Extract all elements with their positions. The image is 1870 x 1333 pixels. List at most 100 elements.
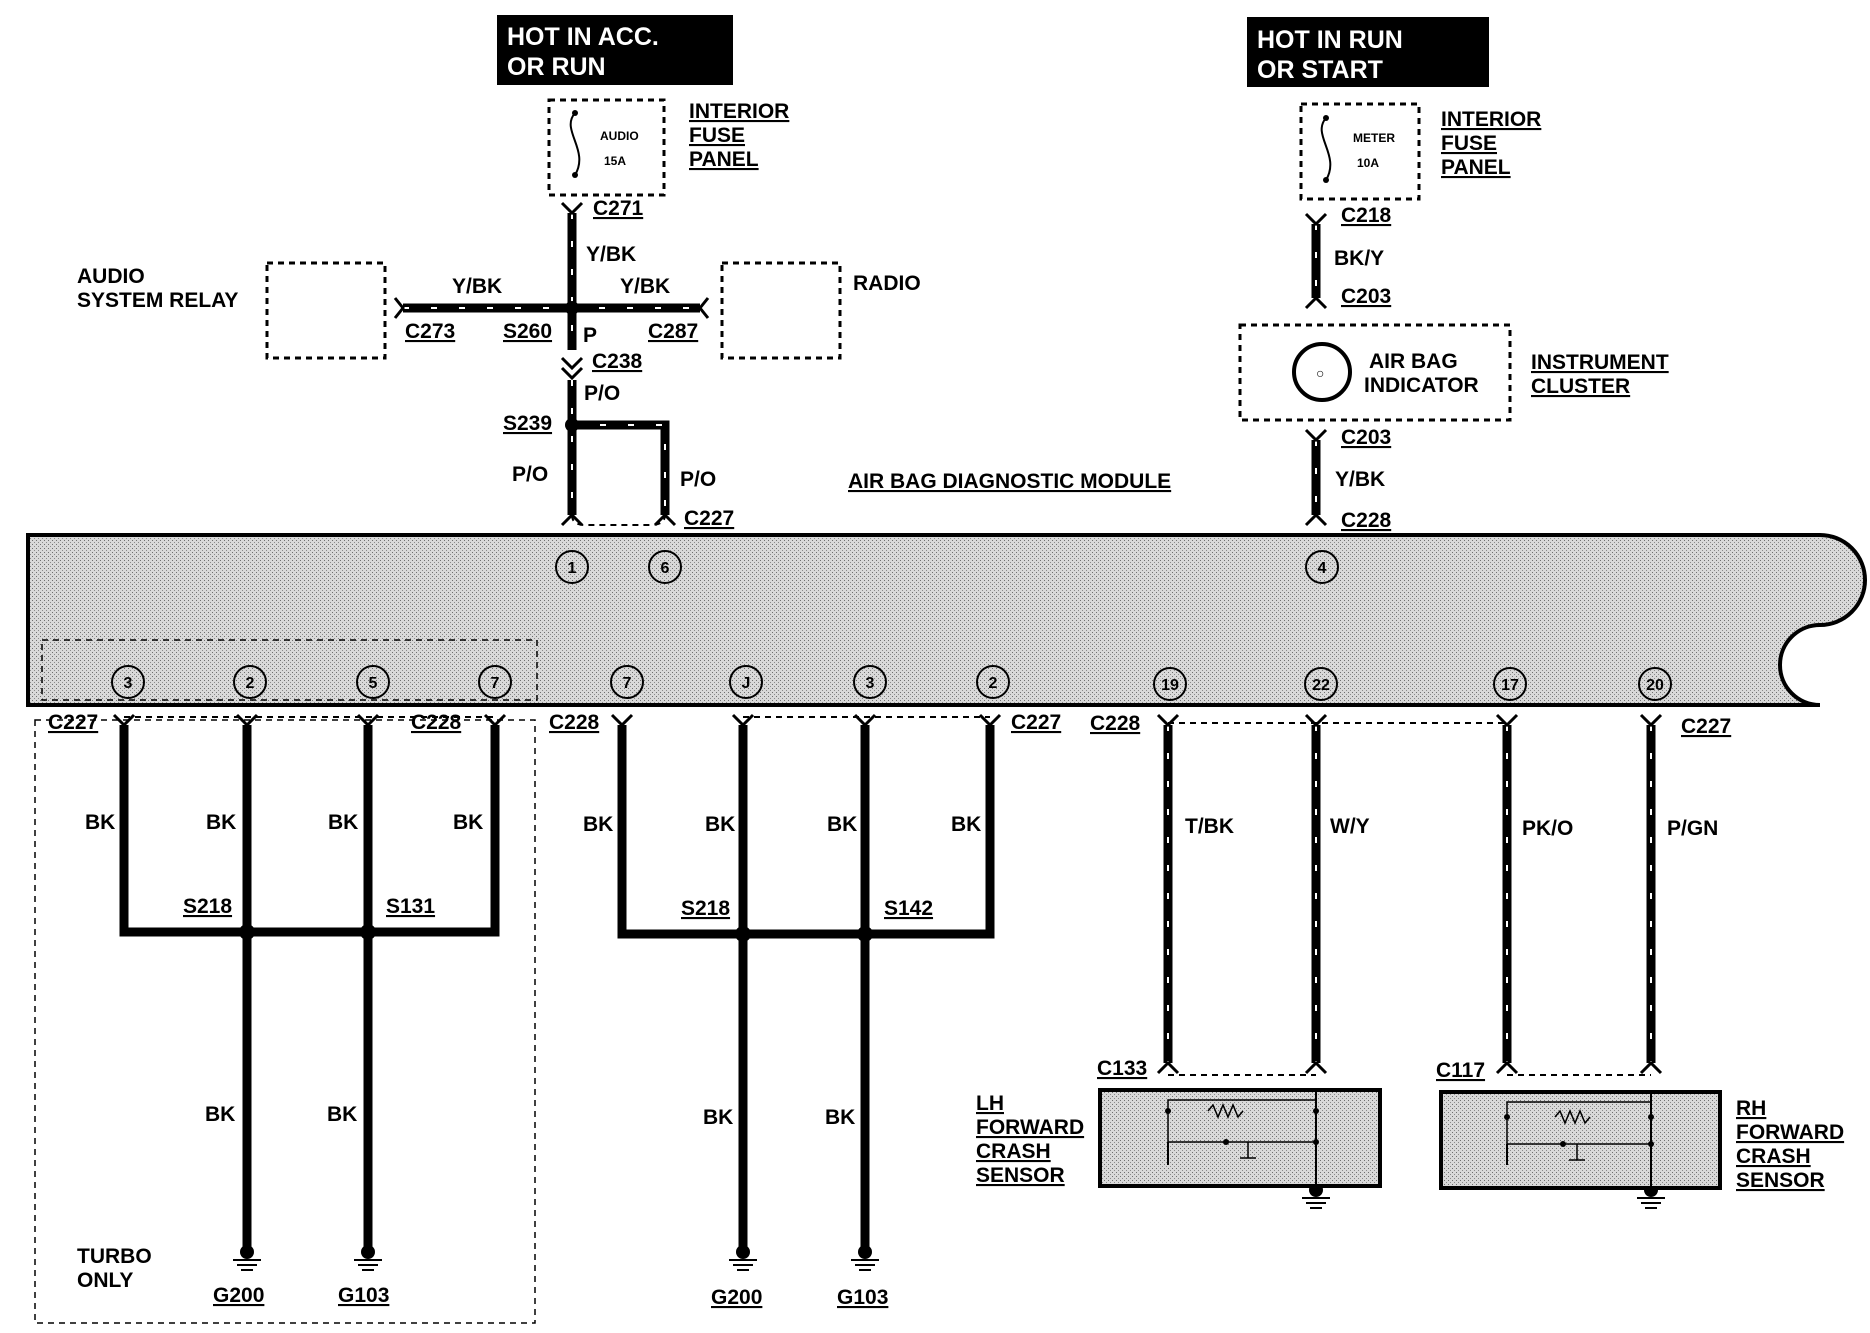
cluster-label-1: INSTRUMENT <box>1531 351 1669 374</box>
c203-top-label: C203 <box>1341 285 1391 308</box>
pin-circle-bottom_left-3 <box>478 665 512 699</box>
pin-label-bottom_mid-3: 2 <box>989 675 998 692</box>
s142-label: S142 <box>884 897 933 920</box>
c203-bottom-label: C203 <box>1341 426 1391 449</box>
pin-label-top-1: 6 <box>661 560 670 577</box>
wire-ybk-vert-label: Y/BK <box>586 243 636 266</box>
meter-panel-line2: FUSE <box>1441 132 1497 155</box>
rh-sensor-label-1: RH <box>1736 1097 1766 1120</box>
wire-po-right-label: P/O <box>680 468 716 491</box>
c227-lm-label: C227 <box>1011 711 1061 734</box>
module-title: AIR BAG DIAGNOSTIC MODULE <box>848 470 1171 493</box>
pin-circle-bottom_left-0 <box>111 665 145 699</box>
ground-icon <box>233 1245 261 1271</box>
pin-label-bottom_right-0: 19 <box>1161 677 1179 694</box>
splice-s131-dot <box>360 924 376 940</box>
c238-label: C238 <box>592 350 643 373</box>
splice-s260-dot <box>565 301 579 315</box>
c227-lr-label: C227 <box>1681 715 1731 738</box>
wire-bk-ll-6: BK <box>327 1103 357 1126</box>
wire-tbk-label: T/BK <box>1185 815 1234 838</box>
audio-fuse-rating: 15A <box>604 154 626 168</box>
turbo-label-2: ONLY <box>77 1269 133 1292</box>
audio-panel-line3: PANEL <box>689 148 759 171</box>
lower-mid-connector-marks <box>610 713 1002 728</box>
lh-sensor-label-4: SENSOR <box>976 1164 1065 1187</box>
indicator-label-2: INDICATOR <box>1364 374 1479 397</box>
wire-ybk-left-label: Y/BK <box>452 275 502 298</box>
power-acc-line1: HOT IN ACC. <box>507 23 659 51</box>
lh-sensor-label-1: LH <box>976 1092 1004 1115</box>
g103-lm-label: G103 <box>837 1286 888 1309</box>
s260-label: S260 <box>503 320 552 343</box>
lamp-glyph: ○ <box>1316 365 1324 381</box>
pin-label-top-2: 4 <box>1318 560 1327 577</box>
turbo-pin-group-outline <box>41 639 538 701</box>
meter-wires <box>1304 212 1328 527</box>
wire-ybk-right-label: Y/BK <box>620 275 670 298</box>
s131-label: S131 <box>386 895 435 918</box>
splice-s218-mid-dot <box>735 926 751 942</box>
turbo-only-outline <box>34 719 536 1324</box>
pin-label-bottom_left-1: 2 <box>246 675 255 692</box>
radio-label: RADIO <box>853 272 921 295</box>
pin-circle-bottom_right-3 <box>1638 667 1672 701</box>
pin-label-bottom_mid-0: 7 <box>623 675 632 692</box>
radio-box <box>720 261 842 360</box>
s218-ll-label: S218 <box>183 895 232 918</box>
splice-s142-dot <box>857 926 873 942</box>
power-run-line1: HOT IN RUN <box>1257 26 1403 54</box>
pin-label-bottom_left-0: 3 <box>124 675 133 692</box>
audio-relay-label-2: SYSTEM RELAY <box>77 289 238 312</box>
c227-ll-label: C227 <box>48 711 98 734</box>
pin-label-bottom_left-3: 7 <box>491 675 500 692</box>
meter-fuse: METER 10A <box>1299 102 1421 201</box>
pin-circle-top-2 <box>1305 550 1339 584</box>
audio-fuse-panel-label: INTERIOR FUSE PANEL <box>689 100 789 171</box>
lower-right-wires <box>1156 713 1663 1076</box>
wire-p-label: P <box>583 324 597 347</box>
audio-connector-marks <box>393 201 710 527</box>
pin-circle-top-0 <box>555 550 589 584</box>
c218-label: C218 <box>1341 204 1392 227</box>
s239-label: S239 <box>503 412 552 435</box>
pin-circle-bottom_left-2 <box>356 665 390 699</box>
wire-wy-label: W/Y <box>1330 815 1370 838</box>
pin-circle-bottom_mid-2 <box>853 665 887 699</box>
audio-relay-label-1: AUDIO <box>77 265 145 288</box>
ground-icon <box>354 1245 382 1271</box>
audio-wires <box>403 213 700 526</box>
ground-icon <box>851 1245 879 1271</box>
c228-lr-label: C228 <box>1090 712 1141 735</box>
wire-pko-label: PK/O <box>1522 817 1573 840</box>
instrument-cluster-box <box>1238 323 1512 422</box>
meter-fuse-panel-label: INTERIOR FUSE PANEL <box>1441 108 1541 179</box>
pin-circle-bottom_mid-0 <box>610 665 644 699</box>
lh-sensor-label-3: CRASH <box>976 1140 1051 1163</box>
s218-lm-label: S218 <box>681 897 730 920</box>
wire-bk-ll-1: BK <box>85 811 115 834</box>
c228-ll-label: C228 <box>411 711 462 734</box>
meter-fuse-name: METER <box>1353 131 1395 145</box>
pin-label-top-0: 1 <box>568 560 577 577</box>
lower-mid-wires <box>617 725 995 1250</box>
wire-bk-lm-2: BK <box>705 813 735 836</box>
wire-bk-ll-5: BK <box>205 1103 235 1126</box>
pin-circle-bottom_mid-3 <box>976 665 1010 699</box>
rh-sensor-label-2: FORWARD <box>1736 1121 1844 1144</box>
c271-label: C271 <box>593 197 644 220</box>
meter-panel-line1: INTERIOR <box>1441 108 1541 131</box>
wire-bky-label: BK/Y <box>1334 247 1384 270</box>
splice-s239-dot <box>565 418 579 432</box>
pin-circle-bottom_right-2 <box>1493 667 1527 701</box>
pin-label-bottom_right-3: 20 <box>1646 677 1664 694</box>
air-bag-diagnostic-module <box>26 533 1867 707</box>
power-label-run: HOT IN RUN OR START <box>1247 17 1489 87</box>
wire-ybk-cluster-label: Y/BK <box>1335 468 1385 491</box>
ground-symbols <box>233 1183 1665 1271</box>
power-acc-line2: OR RUN <box>507 53 606 81</box>
ground-icon <box>729 1245 757 1271</box>
rh-sensor-label-4: SENSOR <box>1736 1169 1825 1192</box>
g200-ll-label: G200 <box>213 1284 264 1307</box>
